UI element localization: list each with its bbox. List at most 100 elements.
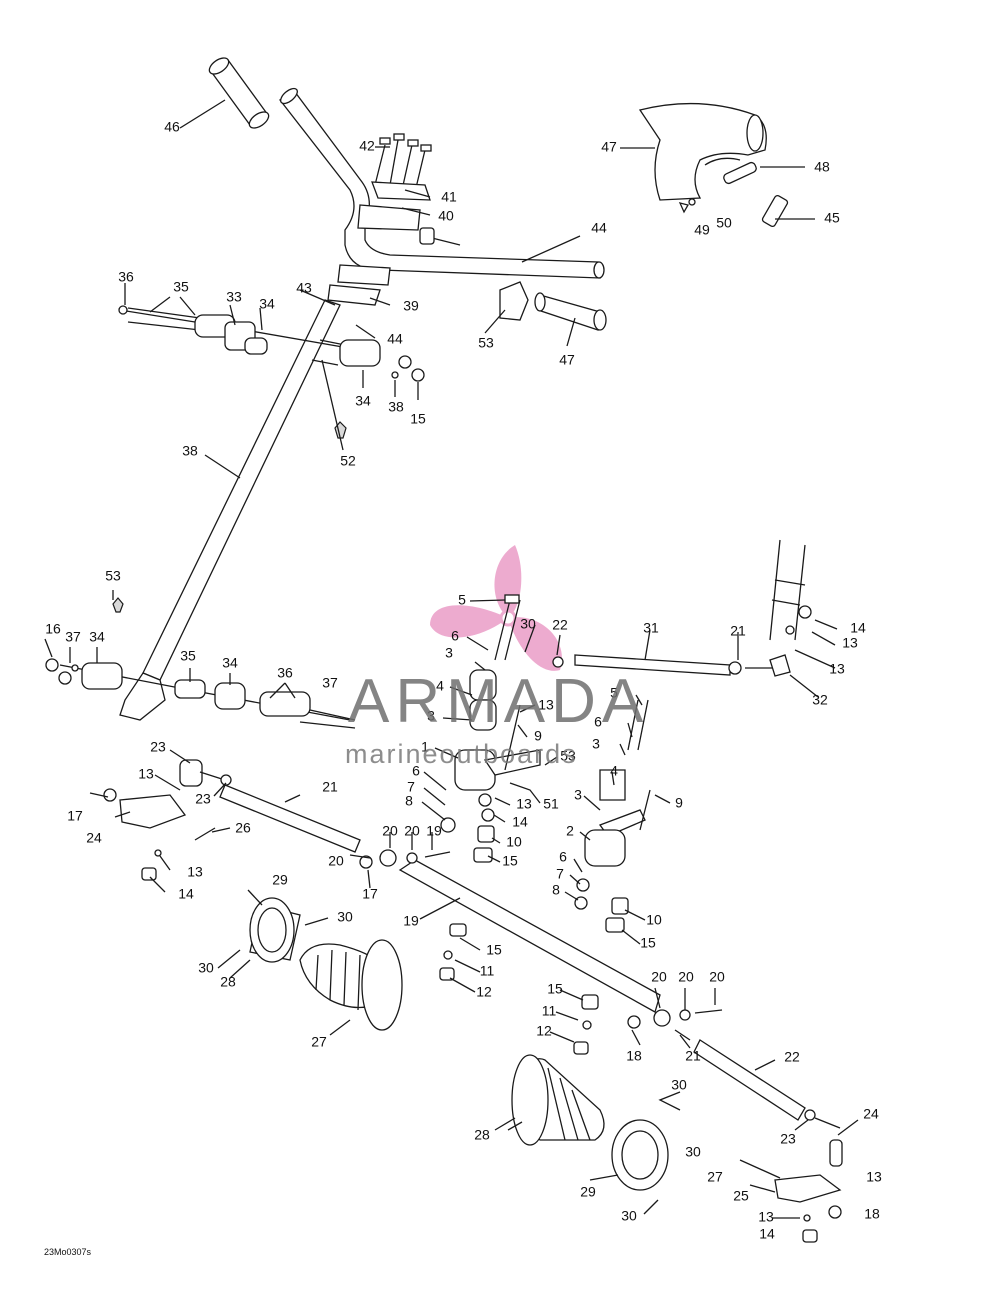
- callout: 46: [164, 119, 180, 135]
- callout: 6: [412, 763, 420, 779]
- callout: 13: [866, 1169, 882, 1185]
- callout: 13: [138, 766, 154, 782]
- watermark-subtitle: marineoutboards: [345, 739, 578, 769]
- handlebar-part: [279, 87, 605, 279]
- steering-head-part: [638, 102, 789, 228]
- boot-right-part: [511, 1054, 669, 1191]
- callout: 53: [105, 568, 121, 584]
- callout: 24: [863, 1106, 879, 1122]
- callout: 51: [543, 796, 559, 812]
- callout: 20: [651, 969, 667, 985]
- callout: 32: [812, 692, 828, 708]
- callout: 21: [322, 779, 338, 795]
- callout: 36: [277, 665, 293, 681]
- callout: 13: [187, 864, 203, 880]
- handlebar-clamp-assembly: [327, 133, 432, 306]
- grip-right-part: [499, 281, 607, 331]
- callout: 3: [592, 736, 600, 752]
- callout: 41: [441, 189, 457, 205]
- callout: 6: [451, 628, 459, 644]
- callout: 18: [864, 1206, 880, 1222]
- steering-arm-assembly: [440, 594, 651, 933]
- callout: 25: [733, 1188, 749, 1204]
- callout: 20: [328, 853, 344, 869]
- callout: 37: [65, 629, 81, 645]
- callout: 27: [707, 1169, 723, 1185]
- callout: 40: [438, 208, 454, 224]
- tie-rod-right: [627, 1009, 843, 1243]
- callout: 19: [426, 823, 442, 839]
- callout: 17: [362, 886, 378, 902]
- callout: 28: [474, 1127, 490, 1143]
- callout: 52: [340, 453, 356, 469]
- callout: 47: [559, 352, 575, 368]
- callout: 53: [560, 748, 576, 764]
- callout: 30: [621, 1208, 637, 1224]
- callout: 3: [574, 787, 582, 803]
- callout: 5: [610, 685, 618, 701]
- callout: 20: [678, 969, 694, 985]
- callout: 10: [646, 912, 662, 928]
- callout: 5: [458, 592, 466, 608]
- callout: 14: [178, 886, 194, 902]
- callout: 11: [480, 963, 495, 979]
- callout: 15: [486, 942, 502, 958]
- callout: 35: [173, 279, 189, 295]
- callout: 15: [640, 935, 656, 951]
- callout: 48: [814, 159, 830, 175]
- callout: 14: [512, 814, 528, 830]
- boot-left-part: [249, 897, 403, 1031]
- callout: 27: [311, 1034, 327, 1050]
- tie-rod-upper: [552, 539, 812, 677]
- callout: 13: [829, 661, 845, 677]
- callout: 15: [547, 981, 563, 997]
- callout: 34: [222, 655, 238, 671]
- grip-left-part: [208, 57, 270, 129]
- callout: 15: [502, 853, 518, 869]
- callout: 7: [556, 866, 564, 882]
- callout: 16: [45, 621, 61, 637]
- callout: 9: [675, 795, 683, 811]
- callout: 38: [182, 443, 198, 459]
- callout: 43: [296, 280, 312, 296]
- callout: 49: [694, 222, 710, 238]
- callout: 12: [476, 984, 492, 1000]
- callout: 8: [405, 793, 413, 809]
- callout: 53: [478, 335, 494, 351]
- callout: 22: [552, 617, 568, 633]
- callout: 6: [594, 714, 602, 730]
- callout: 36: [118, 269, 134, 285]
- callout: 13: [538, 697, 554, 713]
- callout: 44: [387, 331, 403, 347]
- callout: 34: [89, 629, 105, 645]
- callout: 3: [427, 708, 435, 724]
- callout: 30: [337, 909, 353, 925]
- callout: 34: [355, 393, 371, 409]
- callout: 23: [195, 791, 211, 807]
- watermark-title: ARMADA: [348, 667, 649, 736]
- callout: 30: [198, 960, 214, 976]
- drawing-code: 23Mo0307s: [44, 1247, 92, 1257]
- callout: 22: [784, 1049, 800, 1065]
- callout: 29: [580, 1184, 596, 1200]
- callout: 20: [404, 823, 420, 839]
- callout: 4: [436, 678, 444, 694]
- cross-bar-part: [359, 849, 661, 1055]
- lower-support-assembly: [45, 421, 356, 729]
- callout: 23: [780, 1131, 796, 1147]
- callout: 4: [610, 763, 618, 779]
- callout: 50: [716, 215, 732, 231]
- callout: 18: [626, 1048, 642, 1064]
- callout: 13: [516, 796, 532, 812]
- tie-rod-left: [103, 759, 361, 881]
- callout: 1: [421, 739, 429, 755]
- leader-lines: [44, 99, 859, 1219]
- callout: 24: [86, 830, 102, 846]
- callout: 29: [272, 872, 288, 888]
- callout: 9: [534, 728, 542, 744]
- callout: 26: [235, 820, 251, 836]
- callout: 37: [322, 675, 338, 691]
- callout: 14: [850, 620, 866, 636]
- callout: 19: [403, 913, 419, 929]
